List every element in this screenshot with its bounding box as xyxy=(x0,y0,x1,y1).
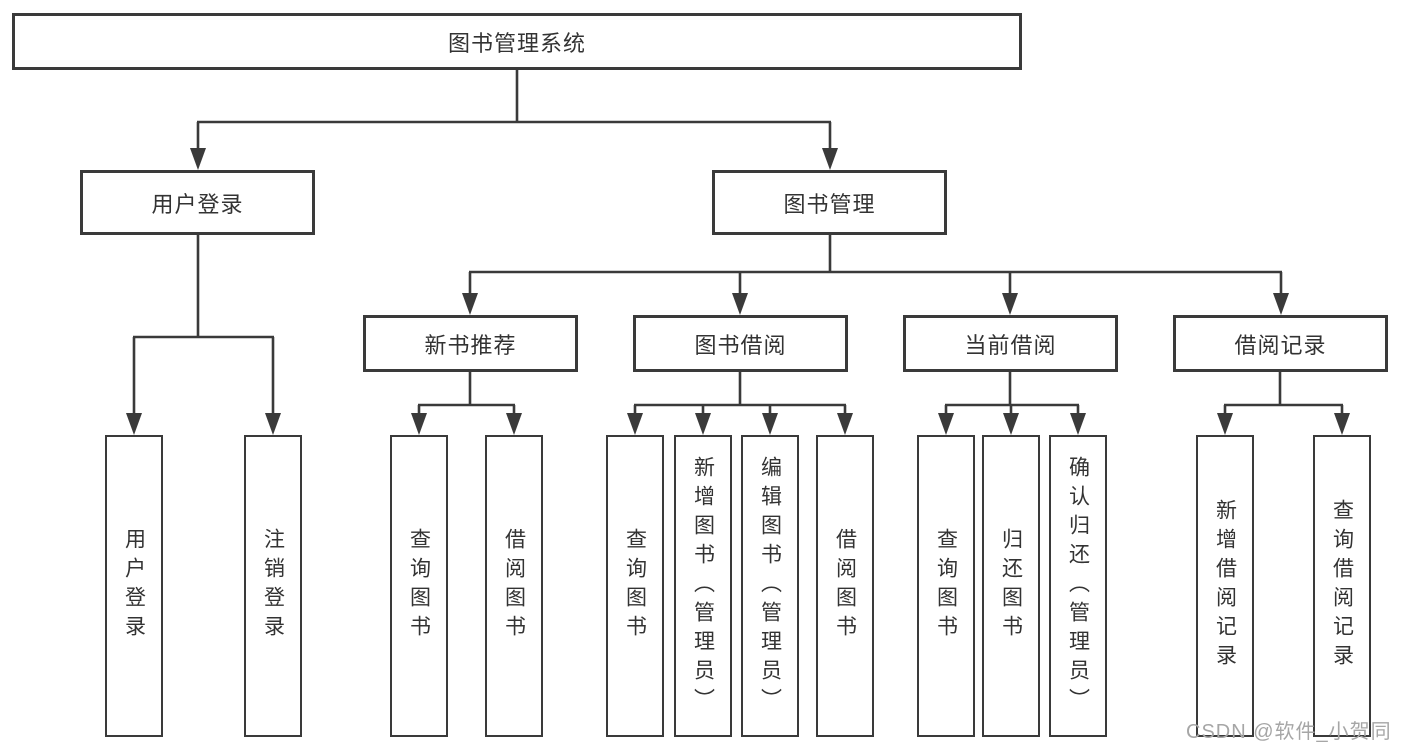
node-library-management-system: 图书管理系统 xyxy=(12,13,1022,70)
node-book-management: 图书管理 xyxy=(712,170,947,235)
node-current-borrowing: 当前借阅 xyxy=(903,315,1118,372)
leaf-borrow-books-borrowing: 借阅图书 xyxy=(816,435,874,737)
leaf-logout: 注销登录 xyxy=(244,435,302,737)
node-label: 查询借阅记录 xyxy=(1330,499,1354,673)
node-label: 用户登录 xyxy=(151,191,244,217)
leaf-query-borrow-record: 查询借阅记录 xyxy=(1313,435,1371,737)
node-label: 当前借阅 xyxy=(964,332,1057,358)
leaf-user-login: 用户登录 xyxy=(105,435,163,737)
node-label: 图书借阅 xyxy=(694,332,787,358)
node-label: 归还图书 xyxy=(999,528,1023,644)
leaf-add-book-admin: 新增图书（管理员） xyxy=(674,435,732,737)
node-book-borrowing: 图书借阅 xyxy=(633,315,848,372)
leaf-query-books-borrowing: 查询图书 xyxy=(606,435,664,737)
node-borrowing-records: 借阅记录 xyxy=(1173,315,1388,372)
leaf-edit-book-admin: 编辑图书（管理员） xyxy=(741,435,799,737)
node-label: 图书管理系统 xyxy=(447,30,586,56)
leaf-return-book: 归还图书 xyxy=(982,435,1040,737)
csdn-watermark: CSDN @软件_小贺同学 xyxy=(1186,721,1392,743)
node-label: 查询图书 xyxy=(623,528,647,644)
node-label: 新增借阅记录 xyxy=(1213,499,1237,673)
node-user-login: 用户登录 xyxy=(80,170,315,235)
node-label: 新增图书（管理员） xyxy=(691,455,715,717)
leaf-query-books-current: 查询图书 xyxy=(917,435,975,737)
node-label: 注销登录 xyxy=(261,528,285,644)
node-new-book-recommendation: 新书推荐 xyxy=(363,315,578,372)
node-label: 图书管理 xyxy=(783,191,876,217)
node-label: 借阅图书 xyxy=(502,528,526,644)
node-label: 编辑图书（管理员） xyxy=(758,455,782,717)
node-label: 确认归还（管理员） xyxy=(1066,455,1090,717)
node-label: 查询图书 xyxy=(407,528,431,644)
leaf-confirm-return-admin: 确认归还（管理员） xyxy=(1049,435,1107,737)
node-label: 新书推荐 xyxy=(424,332,517,358)
node-label: 查询图书 xyxy=(934,528,958,644)
leaf-query-books-recommend: 查询图书 xyxy=(390,435,448,737)
leaf-borrow-books-recommend: 借阅图书 xyxy=(485,435,543,737)
node-label: 借阅图书 xyxy=(833,528,857,644)
node-label: 借阅记录 xyxy=(1234,332,1327,358)
node-label: 用户登录 xyxy=(122,528,146,644)
leaf-add-borrow-record: 新增借阅记录 xyxy=(1196,435,1254,737)
